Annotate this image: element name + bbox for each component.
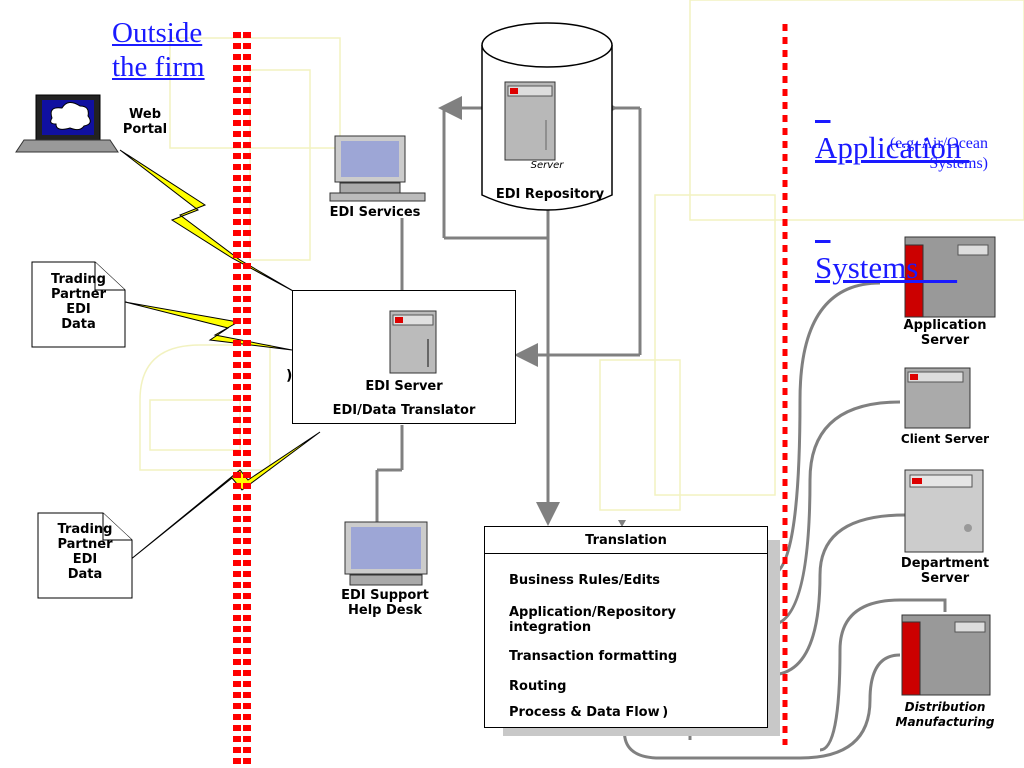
- application-example-line1: (e.g. Air/Ocean: [889, 135, 988, 152]
- distribution-server-icon: [901, 614, 991, 696]
- application-example-line2: Systems): [929, 155, 988, 172]
- application-server-icon: [904, 236, 996, 318]
- translation-divider: [485, 553, 767, 554]
- trading-partner-label: Trading Partner EDI Data: [50, 272, 107, 332]
- application-heading-line2: Systems: [815, 250, 958, 285]
- translation-item: Process & Data Flow ): [509, 705, 669, 720]
- edi-services-computer-icon: [329, 135, 426, 202]
- application-server-label: Application Server: [903, 318, 987, 348]
- server-drum-label: Server: [530, 160, 564, 171]
- lightning-bolts: [119, 149, 321, 561]
- trading-partner-document-icon: [37, 512, 133, 599]
- edi-services-label: EDI Services: [329, 205, 421, 220]
- department-server-icon: [904, 469, 984, 553]
- connectors: [375, 96, 642, 526]
- trading-partner-label: Trading Partner EDI Data: [57, 522, 113, 582]
- edi-repository-database-icon: [481, 22, 613, 211]
- translation-title: Translation: [585, 533, 667, 548]
- edi-server-icon: [389, 310, 437, 374]
- web-portal-label: Web Portal: [122, 107, 168, 137]
- outside-heading: Outside the firm: [112, 16, 205, 84]
- translation-item: Routing: [509, 679, 567, 694]
- translation-item: Business Rules/Edits: [509, 573, 661, 588]
- edi-support-computer-icon: [344, 521, 428, 586]
- translation-box: Translation Business Rules/Edits Applica…: [484, 526, 768, 728]
- connector-arrow-small: [618, 520, 626, 527]
- edi-server-box: EDI Server EDI/Data Translator: [292, 290, 516, 424]
- client-server-label: Client Server: [900, 432, 990, 446]
- distribution-label: Distribution Manufacturing: [895, 700, 995, 729]
- department-server-label: Department Server: [900, 556, 990, 586]
- outside-boundary-line: [233, 32, 251, 768]
- translation-item: Application/Repository integration: [509, 605, 676, 635]
- translation-item: Transaction formatting: [509, 649, 678, 664]
- outside-heading-line1: Outside: [112, 17, 203, 49]
- application-example: (e.g. Air/Ocean Systems): [820, 134, 988, 174]
- edi-server-label: EDI Server: [365, 379, 443, 394]
- application-heading: Application Systems: [815, 48, 969, 328]
- faint-background-outlines: [139, 0, 1024, 511]
- paren-mark: ): [286, 368, 293, 384]
- edi-repository-label: EDI Repository: [495, 187, 605, 202]
- curved-connectors: [622, 281, 947, 760]
- web-portal-computer-icon: [15, 94, 119, 153]
- client-server-icon: [904, 367, 971, 429]
- edi-support-label: EDI Support Help Desk: [341, 588, 429, 618]
- trading-partner-document-icon: [31, 261, 126, 348]
- application-heading-line1: Application: [815, 130, 970, 165]
- edi-translator-label: EDI/Data Translator: [332, 403, 476, 418]
- outside-heading-line2: the firm: [112, 51, 205, 83]
